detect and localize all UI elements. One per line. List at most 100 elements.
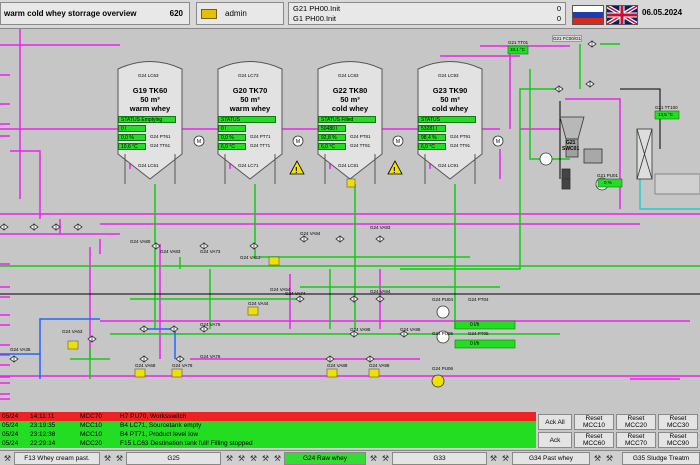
tank-status: STATUS Filled [318,116,376,123]
pump-label: G24 PU04 [432,297,454,302]
flow-readout-pt04: 0 l/h [470,322,480,328]
svg-text:!: ! [295,166,298,175]
tank-tk90[interactable]: G23 TK90 50 m³ cold whey STATUS 53281 l … [418,86,482,177]
tank-volume-value: 50480 l [318,125,346,132]
message-row: G1 PH00.Init 0 [293,14,561,23]
nav-f13[interactable]: F13 Whey cream past. [14,452,100,465]
tank-tk70[interactable]: G20 TK70 50 m³ warm whey STATUS 0 l 0,0 … [218,86,282,177]
tank-temperature-value: 6,0 °C [418,143,446,150]
flag-uk-icon[interactable] [606,5,638,25]
tank-volume: 50 m³ [440,95,460,104]
wrench-icon[interactable]: ⚒ [381,454,390,463]
tank-level-low-label: G24 LC91 [438,163,459,168]
pressure-label: G24 PT04 [468,297,489,302]
tank-status: STATUS Emptying [118,116,176,123]
wrench-icon[interactable]: ⚒ [605,454,614,463]
user-login-button[interactable]: admin [196,2,284,25]
tank-level-switch-label: G24 LC83 [338,73,359,78]
tank-product: cold whey [431,104,469,113]
tank-volume-value: 0 l [218,125,246,132]
ack-button[interactable]: Ack [538,432,572,448]
tank-level-value: 0,0 % [218,134,246,141]
wrench-icon[interactable]: ⚒ [273,454,282,463]
message-panel: G21 PH00.Init 0 G1 PH00.Init 0 [288,2,566,25]
wrench-icon[interactable]: ⚒ [489,454,498,463]
pump-label: G24 PU06 [432,366,454,371]
tank-pt-label: G24 PT61 [150,134,171,139]
pressure-label: G24 PT05 [468,331,489,336]
pump-label: G21 PU01 [597,173,619,178]
pump-label: G24 PU05 [432,331,454,336]
nav-g34-past-whey[interactable]: G34 Past whey [512,452,590,465]
alarm-list: 05/24 14:11:11 MCC70 H7 PU70, Worksswitc… [0,412,538,449]
valve-label: G24 VA44 [248,301,269,306]
tank-tk60[interactable]: G19 TK60 50 m³ warm whey STATUS Emptying… [118,86,182,177]
tank-tt-label: G24 TT71 [250,143,271,148]
tank-level-switch-label: G24 LC73 [238,73,259,78]
valve-label: G24 VA98 [369,363,390,368]
nav-g33[interactable]: G33 [392,452,487,465]
tank-temperature-value: 10,6 °C [118,143,146,150]
wrench-icon[interactable]: ⚒ [103,454,112,463]
tank-level-low-label: G24 LC61 [138,163,159,168]
wrench-icon[interactable]: ⚒ [501,454,510,463]
process-mimic: ! ! M M M M [0,29,700,411]
separator-name[interactable]: SWC01 [562,146,580,152]
tank-tk80[interactable]: G22 TK80 50 m³ cold whey STATUS Filled 5… [318,86,382,177]
tank-volume: 50 m³ [140,95,160,104]
tank-name: G20 TK70 [232,86,268,95]
alarm-row[interactable]: 05/24 22:29:14 MCC20 F15 LC63 Destinatio… [0,439,536,448]
wrench-icon[interactable]: ⚒ [237,454,246,463]
tank-temperature-value: 6,0 °C [318,143,346,150]
wrench-icon[interactable]: ⚒ [249,454,258,463]
flow-meter-label: G21 FC00/G1 [552,35,583,42]
nav-g24-raw-whey[interactable]: G24 Raw whey [284,452,366,465]
svg-text:M: M [296,139,300,145]
svg-text:M: M [496,139,500,145]
ack-all-button[interactable]: Ack All [538,414,572,430]
wrench-icon[interactable]: ⚒ [115,454,124,463]
valve-label: G24 VA84 [300,231,321,236]
tank-tt-label: G24 TT91 [450,143,471,148]
tank-tt-label: G24 TT81 [350,143,371,148]
tank-name: G23 TK90 [432,86,468,95]
tank-level-low-label: G24 LC71 [238,163,259,168]
wrench-icon[interactable]: ⚒ [369,454,378,463]
wrench-icon[interactable]: ⚒ [225,454,234,463]
flag-russia-icon[interactable] [572,5,604,25]
valve-label: G24 VA76 [200,354,221,359]
tank-pt-label: G24 PT91 [450,134,471,139]
tank-level-low-label: G24 LC81 [338,163,359,168]
tank-volume: 50 m³ [240,95,260,104]
tank-pt-label: G24 PT71 [250,134,271,139]
tank-volume-value: 53281 l [418,125,446,132]
tt100-label: G21 TT100 [655,105,678,110]
wrench-icon[interactable]: ⚒ [3,454,12,463]
tank-level-value: 98,4 % [418,134,446,141]
valve-label: G24 VA83 [160,249,181,254]
level-value: 0 % [604,180,612,185]
valve-label: G24 VA80 [130,239,151,244]
wrench-icon[interactable]: ⚒ [261,454,270,463]
alarm-row[interactable]: 05/24 14:11:11 MCC70 H7 PU70, Worksswitc… [0,412,536,421]
alarm-row[interactable]: 05/24 23:12:38 MCC10 B4 PT71, Product le… [0,430,536,439]
alarm-row[interactable]: 05/24 23:19:35 MCC10 B4 LC71, Sourcetank… [0,421,536,430]
screen-navigation: ⚒ F13 Whey cream past. ⚒ ⚒ G25 ⚒ ⚒ ⚒ ⚒ ⚒… [0,450,700,465]
valve-label: G24 VA68 [135,363,156,368]
tank-name: G22 TK80 [332,86,368,95]
tank-name: G19 TK60 [132,86,168,95]
valve-label: G24 VA53 [240,255,261,260]
svg-text:!: ! [393,166,396,175]
nav-g35-sludge[interactable]: G35 Sludge Treatm [622,452,700,465]
nav-g25[interactable]: G25 [126,452,221,465]
valve-label: G24 VA94 [370,289,391,294]
wrench-icon[interactable]: ⚒ [593,454,602,463]
